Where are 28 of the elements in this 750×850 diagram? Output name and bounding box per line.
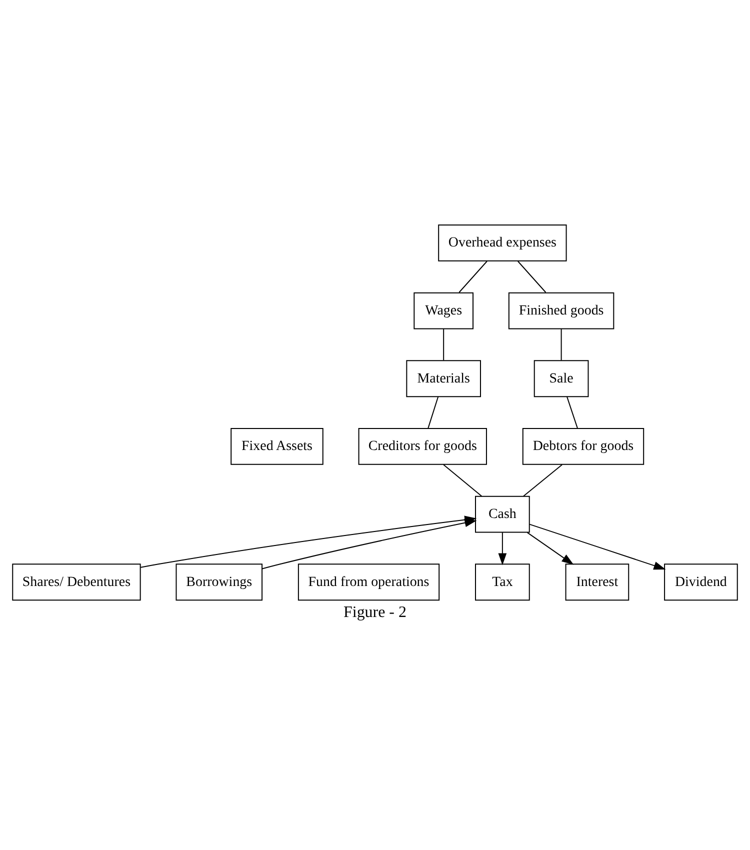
connector [560, 328, 562, 360]
connector [517, 260, 546, 292]
arrow [526, 532, 574, 564]
node-box: Creditors for goods [358, 428, 487, 464]
node-box: Dividend [664, 563, 738, 600]
connector [443, 328, 444, 360]
arrow [498, 532, 507, 565]
connector [523, 464, 563, 496]
node-box: Materials [406, 360, 481, 397]
connector [428, 396, 439, 428]
node-box: Wages [414, 292, 474, 329]
node-box: Cash [475, 495, 530, 532]
node-box: Interest [565, 563, 630, 600]
connector [566, 396, 578, 428]
node-box: Sale [534, 360, 589, 397]
node-box: Shares/ Debentures [12, 563, 141, 600]
node-box: Debtors for goods [522, 428, 644, 464]
connector [458, 260, 488, 292]
node-box: Borrowings [176, 563, 263, 600]
node-box: Tax [475, 563, 530, 600]
arrow [529, 523, 666, 570]
connector [443, 464, 482, 496]
caption: Figure - 2 [344, 603, 406, 620]
node-box: Fixed Assets [230, 428, 324, 464]
node-box: Fund from operations [298, 563, 440, 600]
node-box: Finished goods [508, 292, 614, 329]
arrow [262, 518, 477, 569]
node-box: Overhead expenses [438, 224, 567, 261]
